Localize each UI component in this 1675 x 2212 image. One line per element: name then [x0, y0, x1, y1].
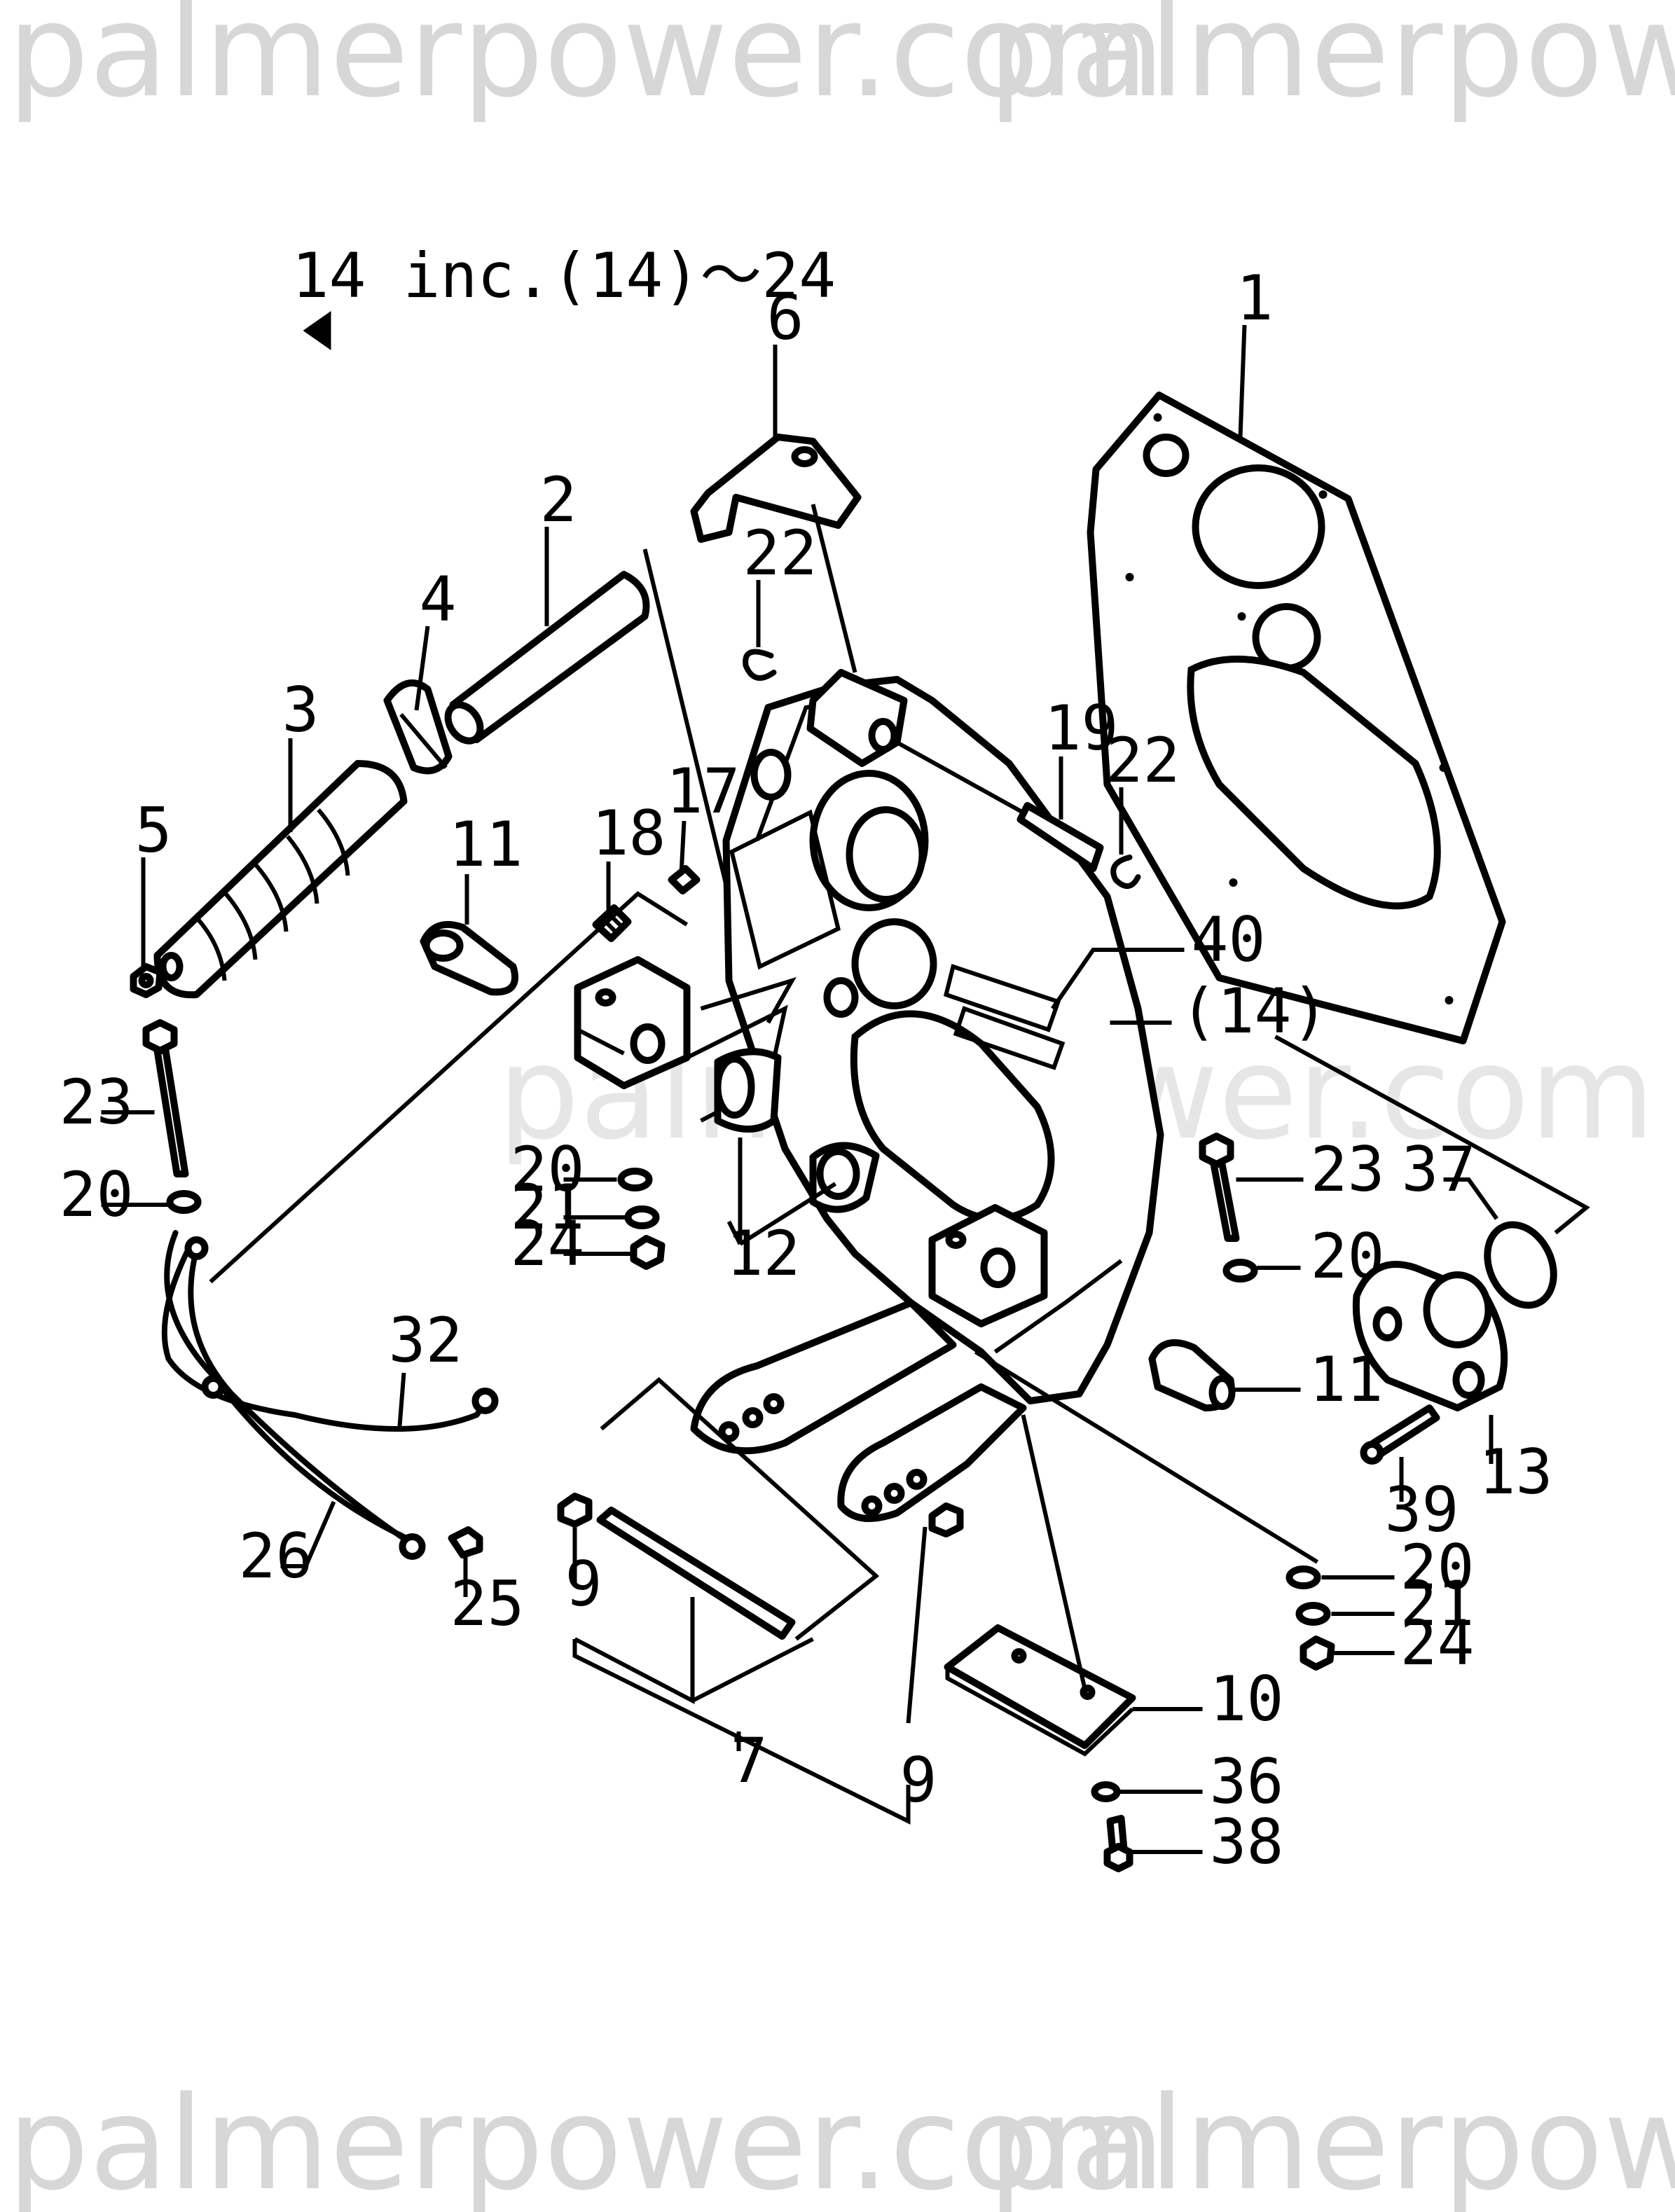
clamp-block-right [928, 1204, 1048, 1327]
callout-4: 4 [420, 563, 457, 635]
callout-23-a: 23 [60, 1066, 134, 1138]
bushing-pin-right [1148, 1339, 1236, 1411]
bolt-23-right [1199, 1133, 1240, 1242]
nut-small [130, 963, 164, 998]
set-screw-17 [668, 865, 701, 894]
callout-11-right: 11 [1309, 1343, 1384, 1416]
callout-21-b: 21 [1400, 1568, 1475, 1640]
snap-ring-right [1110, 855, 1141, 889]
callout-22-a: 22 [743, 517, 818, 589]
callout-20-a: 20 [60, 1159, 134, 1231]
bushing-pin-left [420, 921, 519, 996]
lower-link-arm [690, 1299, 1027, 1522]
callout-17: 17 [666, 755, 740, 827]
bellows-boot [153, 760, 408, 999]
callout-labels: 1 2 3 4 5 6 7 9 9 10 11 11 12 13 (14) 17… [60, 262, 1553, 1878]
callout-26: 26 [239, 1520, 313, 1592]
callout-23-b: 23 [1311, 1133, 1385, 1205]
callout-6: 6 [767, 282, 804, 354]
watermark-top-left: palmerpower.com [8, 0, 1165, 126]
callout-2: 2 [540, 464, 577, 536]
screw-25 [448, 1526, 483, 1558]
assembly-note: 14 inc.(14)～24 [292, 240, 836, 312]
main-housing [672, 676, 1164, 1404]
o-ring [1484, 1221, 1557, 1309]
callout-5: 5 [135, 794, 172, 866]
watermark-bottom-right: palmerpower.com [988, 2069, 1675, 2212]
callout-9-right: 9 [900, 1744, 937, 1816]
callout-40: 40 [1192, 904, 1266, 976]
clamp-block-left [574, 956, 691, 1089]
callout-20-c: 20 [1311, 1220, 1385, 1292]
callout-39: 39 [1385, 1474, 1459, 1546]
washer-36 [1091, 1781, 1121, 1802]
hose-clamp [383, 679, 453, 775]
bushing-pair [714, 1048, 880, 1213]
callout-32: 32 [389, 1304, 463, 1376]
callout-38: 38 [1210, 1806, 1284, 1878]
callout-36: 36 [1210, 1746, 1284, 1818]
callout-9-left: 9 [565, 1548, 602, 1620]
callout-7: 7 [731, 1724, 768, 1797]
callout-21-a: 21 [511, 1171, 585, 1243]
callout-12: 12 [726, 1217, 801, 1290]
callout-37: 37 [1402, 1133, 1476, 1205]
leader-lines [101, 324, 1590, 1854]
bolt-23-left [142, 1019, 189, 1177]
callout-14: (14) [1180, 975, 1329, 1047]
bolt-38 [1103, 1815, 1133, 1872]
callout-22-b: 22 [1106, 724, 1180, 796]
callout-3: 3 [282, 674, 319, 746]
callout-19: 19 [1045, 692, 1119, 764]
snap-ring-upper [743, 649, 777, 681]
gasket-plate [1087, 392, 1506, 1044]
callout-11-left: 11 [449, 808, 523, 880]
callout-25: 25 [450, 1568, 525, 1640]
callout-13: 13 [1479, 1436, 1553, 1508]
cap-screw-39 [1360, 1404, 1440, 1465]
hinge-pin [1016, 802, 1104, 872]
assembly-marker-triangle [303, 311, 331, 350]
callout-1: 1 [1236, 262, 1274, 334]
set-screw-18 [592, 904, 632, 942]
wire-harness [161, 1230, 499, 1560]
callout-24-a: 24 [511, 1208, 585, 1280]
callout-10: 10 [1210, 1663, 1284, 1735]
connecting-rod [557, 1493, 964, 1640]
callout-18: 18 [592, 797, 666, 869]
watermark-top-right: palmerpower.com [988, 0, 1675, 126]
wear-plate [944, 1624, 1136, 1757]
callout-20-d: 20 [1400, 1531, 1475, 1603]
clamp-fitting [1352, 1261, 1508, 1411]
watermark-bottom-left: palmerpower.com [8, 2069, 1165, 2212]
washers-and-nuts [166, 1168, 1335, 1671]
callout-24-b: 24 [1400, 1607, 1475, 1679]
sleeve-pipe [444, 571, 650, 745]
callout-20-b: 20 [511, 1133, 585, 1205]
